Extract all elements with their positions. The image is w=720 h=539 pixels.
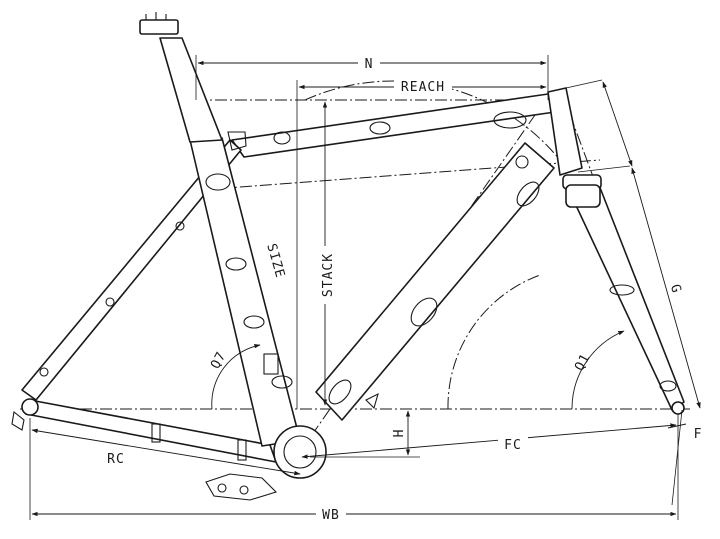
rc-label: RC [107,452,125,467]
seat-clamp [227,131,247,151]
head-angle-arc [447,274,541,410]
q1-arc [571,330,625,410]
q7-arc [211,343,261,410]
down-tube [315,142,555,421]
size-label: SIZE [263,242,287,280]
q7-label: Q7 [208,349,230,372]
fc-label: FC [504,438,522,453]
f-dimension-line [667,423,687,429]
f-label: F [694,427,703,442]
frame [11,12,685,501]
headset-lower [565,184,601,208]
derailleur-hanger [11,410,25,431]
saddle-clamp [139,19,179,35]
seat-post [159,37,223,143]
dimensions: N REACH STACK SIZE Q7 Q1 G H FC [29,55,703,523]
head-tube-dimension-line [602,81,633,167]
g-label: G [667,283,684,296]
fc-dimension-line [301,423,677,459]
front-dropout [671,401,685,415]
reach-label: REACH [401,80,445,95]
g-dimension-line [631,167,701,409]
top-tube [231,93,556,158]
frame-line-b [199,159,601,191]
wb-label: WB [322,508,340,523]
head-tube [547,87,583,176]
cable-port [263,353,279,375]
q1-label: Q1 [572,351,594,374]
stack-label: STACK [321,253,336,297]
rc-dimension-line [31,428,301,476]
seat-stay [21,139,242,401]
rear-dropout [21,398,39,416]
bottom-bracket [273,425,327,479]
h-label: H [392,429,407,438]
n-label: N [365,57,374,72]
